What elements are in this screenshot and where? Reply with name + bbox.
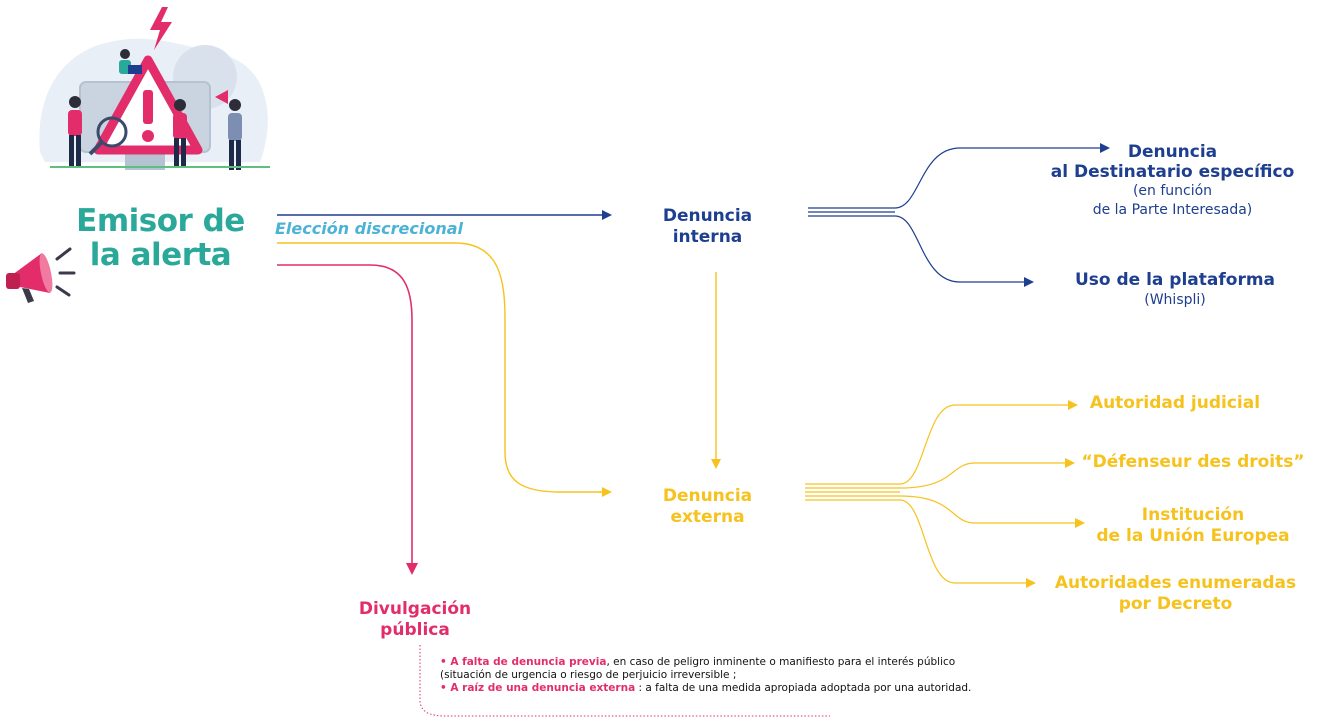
person-icon	[119, 49, 142, 74]
internal-line-2: interna	[672, 227, 743, 247]
recipient-line-1: Denuncia	[1127, 142, 1218, 162]
note-bullet-2-text: : a falta de una medida apropiada adopta…	[635, 682, 972, 694]
platform-sub: (Whispli)	[1144, 292, 1206, 308]
arrow-to-external	[277, 242, 612, 497]
choice-label: Elección discrecional	[275, 219, 463, 238]
external-line-2: externa	[670, 507, 745, 527]
platform-target: Uso de la plataforma (Whispli)	[1035, 270, 1315, 310]
lightning-icon	[150, 7, 172, 50]
public-disclosure-node: Divulgación pública	[335, 599, 495, 641]
note-line-3: • A raíz de una denuncia externa : a fal…	[440, 682, 971, 695]
decree-authorities-target: Autoridades enumeradas por Decreto	[1028, 573, 1323, 615]
internal-report-node: Denuncia interna	[640, 206, 775, 248]
public-note-bracket	[419, 645, 830, 717]
eu-line-1: Institución	[1141, 505, 1245, 525]
decree-line-1: Autoridades enumeradas	[1054, 573, 1297, 593]
megaphone-icon	[6, 247, 76, 303]
note-line-1: • A falta de denuncia previa, en caso de…	[440, 656, 971, 669]
public-disclosure-note: • A falta de denuncia previa, en caso de…	[440, 656, 971, 695]
external-line-1: Denuncia	[662, 486, 753, 506]
external-report-node: Denuncia externa	[640, 486, 775, 528]
emitter-line-1: Emisor de	[76, 203, 245, 239]
recipient-sub-2: de la Parte Interesada)	[1092, 202, 1253, 218]
note-line-2: (situación de urgencia o riesgo de perju…	[440, 669, 737, 681]
arrow-to-public	[277, 264, 418, 575]
judicial-authority-target: Autoridad judicial	[1089, 393, 1261, 413]
eu-institution-target: Institución de la Unión Europea	[1068, 505, 1318, 547]
note-bullet-1-text: , en caso de peligro inminente o manifie…	[606, 656, 956, 668]
note-bullet-1-highlight: • A falta de denuncia previa	[440, 656, 607, 668]
internal-line-1: Denuncia	[662, 206, 753, 226]
person-icon	[68, 96, 82, 168]
defender-of-rights-target: “Défenseur des droits”	[1081, 452, 1305, 472]
decree-line-2: por Decreto	[1118, 594, 1233, 614]
external-branches	[805, 400, 1085, 588]
recipient-line-2: al Destinatario específico	[1050, 162, 1295, 182]
public-line-2: pública	[380, 620, 450, 640]
eu-line-2: de la Unión Europea	[1096, 526, 1290, 546]
internal-branches	[808, 143, 1110, 287]
recipient-target: Denuncia al Destinatario específico (en …	[1035, 142, 1310, 220]
note-bullet-2-highlight: • A raíz de una denuncia externa	[440, 682, 636, 694]
recipient-sub-1: (en función	[1132, 183, 1213, 199]
person-icon	[173, 99, 187, 168]
platform-line-1: Uso de la plataforma	[1074, 270, 1276, 290]
public-line-1: Divulgación	[358, 599, 472, 619]
emitter-label: Emisor de la alerta	[48, 204, 273, 272]
emitter-line-2: la alerta	[89, 237, 232, 273]
person-icon	[215, 90, 242, 170]
alert-illustration	[39, 7, 270, 170]
